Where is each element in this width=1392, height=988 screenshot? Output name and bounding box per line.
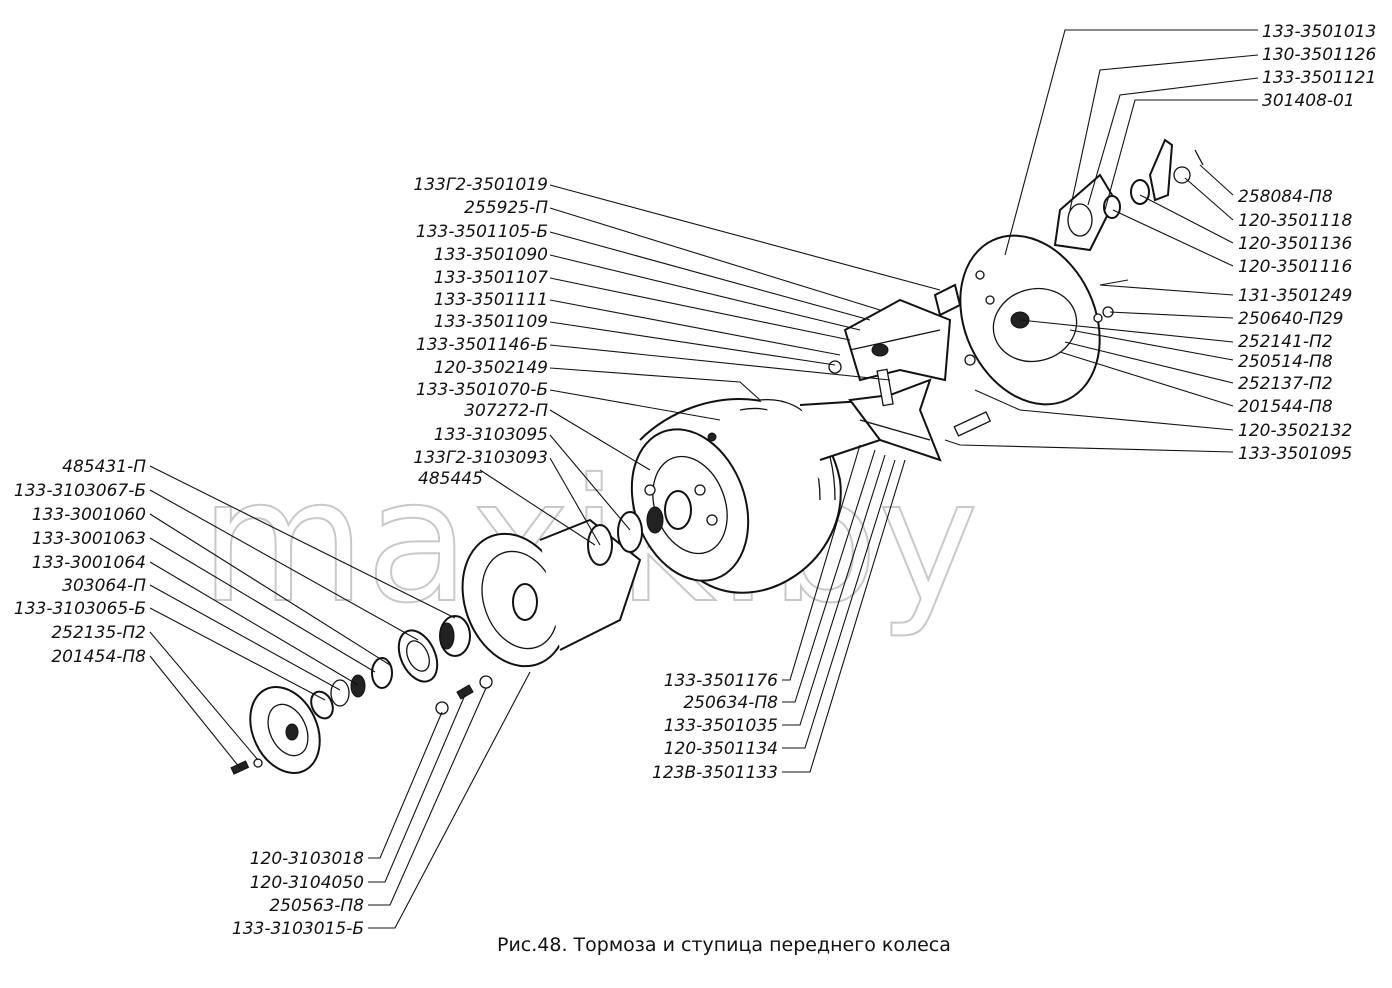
part-label: 120-3103018 <box>250 849 364 869</box>
part-label: 133-3501121 <box>1262 68 1376 88</box>
part-label: 133-3103065-Б <box>14 599 146 619</box>
part-label: 133-3001063 <box>32 529 146 549</box>
bearing-stack-part <box>310 615 471 720</box>
part-label: 485445 <box>418 469 483 489</box>
part-label: 120-3501116 <box>1238 257 1352 277</box>
part-label: 133-3501095 <box>1238 444 1352 464</box>
part-label: 201544-П8 <box>1238 397 1333 417</box>
hub-flange-part <box>461 518 642 668</box>
part-label: 301408-01 <box>1262 91 1355 111</box>
part-label: 250514-П8 <box>1238 352 1333 372</box>
part-label: 133-3501035 <box>664 716 778 736</box>
part-label: 133-3501111 <box>434 290 548 310</box>
part-label: 258084-П8 <box>1238 187 1333 207</box>
part-label: 123В-3501133 <box>652 763 778 783</box>
part-label: 133Г2-3501019 <box>413 175 548 195</box>
part-label: 120-3501136 <box>1238 234 1352 254</box>
part-label: 250563-П8 <box>269 896 364 916</box>
part-label: 133-3001060 <box>32 505 146 525</box>
part-label: 131-3501249 <box>1238 286 1352 306</box>
part-label: 133-3501105-Б <box>416 222 548 242</box>
part-label: 133-3001064 <box>32 553 146 573</box>
backing-plate-part <box>933 234 1101 437</box>
part-label: 133-3501146-Б <box>416 335 548 355</box>
part-label: 133-3501013 <box>1262 22 1376 42</box>
part-label: 485431-П <box>62 457 146 477</box>
figure-caption: Рис.48. Тормоза и ступица переднего коле… <box>497 934 951 956</box>
labels-bottom-left: 120-3103018 120-3104050 250563-П8 133-31… <box>232 849 364 939</box>
labels-center: 133Г2-3501019 255925-П 133-3501105-Б 133… <box>413 175 548 489</box>
part-label: 252137-П2 <box>1238 374 1333 394</box>
part-label: 250640-П29 <box>1238 309 1343 329</box>
hub-cap-part <box>230 686 321 775</box>
part-label: 133-3103067-Б <box>14 481 146 501</box>
part-label: 303064-П <box>62 576 146 596</box>
part-label: 133-3501070-Б <box>416 380 548 400</box>
part-label: 120-3501134 <box>664 739 778 759</box>
part-label: 133-3501176 <box>664 671 778 691</box>
part-label: 307272-П <box>464 401 548 421</box>
part-label: 252141-П2 <box>1238 332 1333 352</box>
part-label: 120-3501118 <box>1238 211 1352 231</box>
part-label: 133-3103015-Б <box>232 919 364 939</box>
part-label: 120-3502132 <box>1238 421 1352 441</box>
leader-lines <box>149 29 1259 929</box>
part-label: 133-3501109 <box>434 312 548 332</box>
part-label: 120-3502149 <box>434 358 548 378</box>
part-label: 133-3501090 <box>434 245 548 265</box>
part-label: 133-3103095 <box>434 425 548 445</box>
part-label: 120-3104050 <box>250 873 364 893</box>
bolts-part <box>435 675 493 715</box>
cam-assembly-part <box>1053 138 1204 323</box>
brake-shoes-part <box>828 298 952 462</box>
part-label: 133-3501107 <box>434 268 548 288</box>
parts-drawing <box>230 138 1204 775</box>
labels-left: 485431-П 133-3103067-Б 133-3001060 133-3… <box>14 457 146 667</box>
part-label: 252135-П2 <box>51 623 146 643</box>
labels-bottom-center: 133-3501176 250634-П8 133-3501035 120-35… <box>652 671 778 783</box>
labels-right: 133-3501013 130-3501126 133-3501121 3014… <box>1238 22 1376 464</box>
part-label: 130-3501126 <box>1262 45 1376 65</box>
part-label: 201454-П8 <box>51 647 146 667</box>
part-label: 255925-П <box>464 198 548 218</box>
part-label: 133Г2-3103093 <box>413 448 548 468</box>
brake-drum-part <box>630 398 881 594</box>
part-label: 250634-П8 <box>683 693 778 713</box>
